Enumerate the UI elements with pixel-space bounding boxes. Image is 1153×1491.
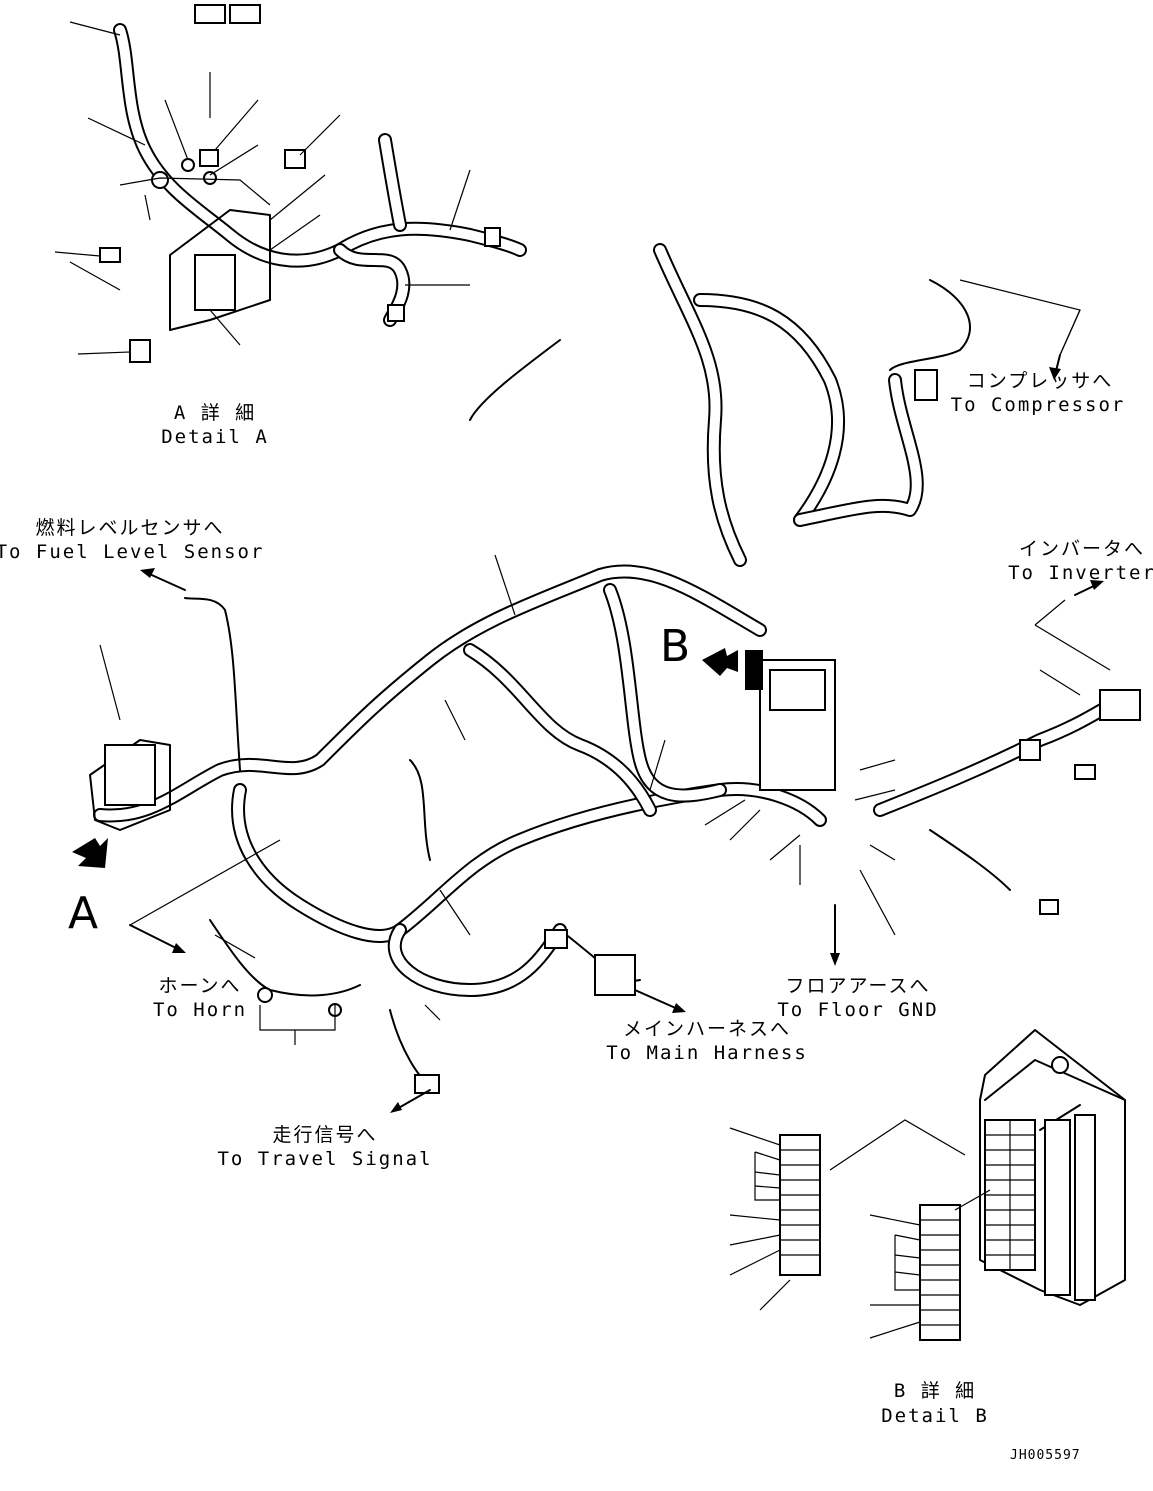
horn-label-en: To Horn xyxy=(152,999,248,1021)
drawing-code: JH005597 xyxy=(1010,1448,1081,1463)
travel-signal-label-jp: 走行信号へ xyxy=(272,1124,378,1146)
detail-a-label-en: Detail A xyxy=(161,426,269,448)
floor-gnd-label-jp: フロアアースへ xyxy=(785,975,931,997)
floor-gnd-label-en: To Floor GND xyxy=(777,999,939,1021)
main-harness-drawing xyxy=(89,243,1141,1113)
compressor-label-en: To Compressor xyxy=(950,394,1126,416)
main-harness-label-jp: メインハーネスへ xyxy=(622,1018,792,1040)
view-marker-b: B xyxy=(660,621,691,672)
view-arrow-b-icon xyxy=(702,648,738,676)
detail-a-drawing xyxy=(54,4,527,363)
inverter-label-jp: インバータへ xyxy=(1018,538,1146,560)
view-arrow-a-icon xyxy=(72,838,108,868)
horn-label-jp: ホーンへ xyxy=(158,975,242,997)
detail-b-label-jp: B 詳 細 xyxy=(893,1380,977,1402)
detail-b-drawing xyxy=(729,1029,1126,1341)
view-marker-a: A xyxy=(68,888,99,939)
travel-signal-label-en: To Travel Signal xyxy=(217,1148,433,1170)
fuel-level-sensor-label-jp: 燃料レベルセンサへ xyxy=(35,517,225,539)
compressor-label-jp: コンプレッサへ xyxy=(966,370,1114,392)
detail-a-label-jp: A 詳 細 xyxy=(173,402,257,424)
inverter-label-en: To Inverter xyxy=(1008,562,1153,584)
fuel-level-sensor-label-en: To Fuel Level Sensor xyxy=(0,541,265,563)
main-harness-label-en: To Main Harness xyxy=(606,1042,808,1064)
fuse-slots-b xyxy=(984,1119,1036,1271)
detail-b-label-en: Detail B xyxy=(881,1405,989,1427)
